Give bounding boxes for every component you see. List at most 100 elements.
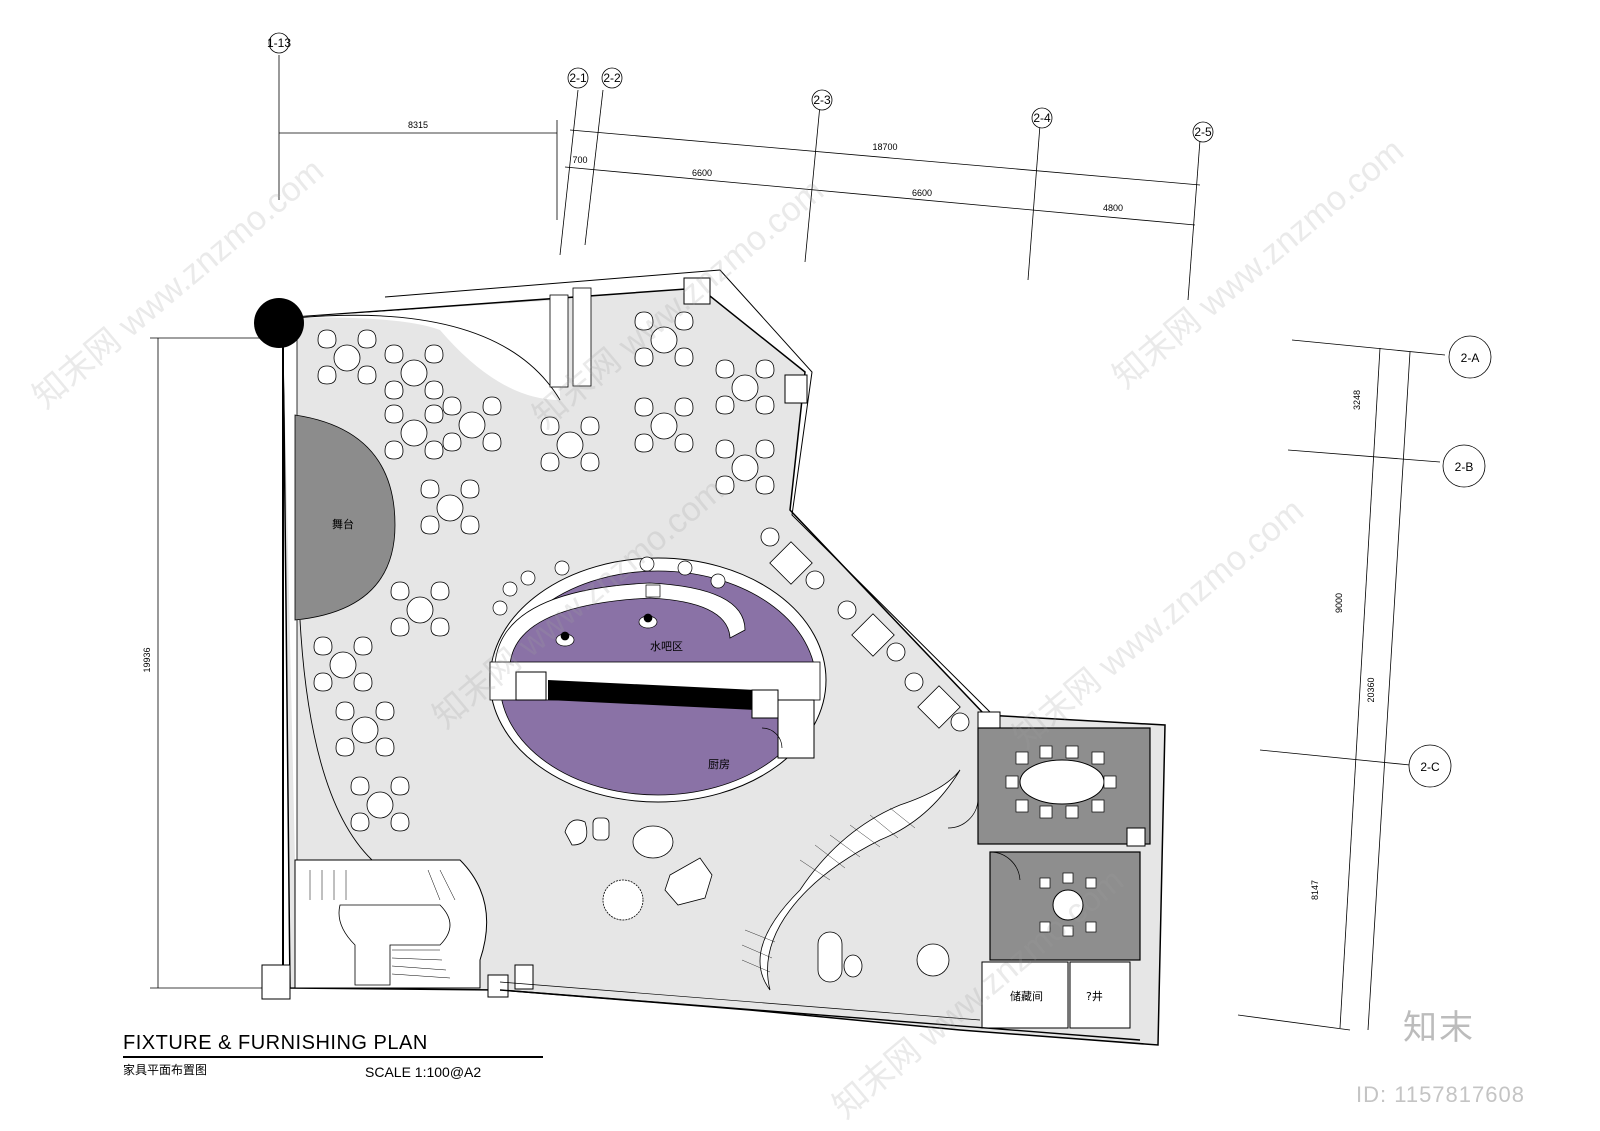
- chair: [375, 701, 395, 721]
- plan-subtitle: 家具平面布置图: [123, 1063, 208, 1077]
- round-table: [650, 412, 678, 440]
- chair: [375, 737, 395, 757]
- bottom-wall: [499, 989, 1141, 1041]
- kitchen-door-block: [777, 699, 815, 759]
- round-table: [731, 374, 759, 402]
- meeting-chair: [1039, 745, 1053, 759]
- bar-counter: [494, 582, 746, 666]
- chair: [674, 311, 694, 331]
- meeting-chairs: [1005, 745, 1117, 819]
- table-set: [350, 776, 410, 832]
- grid-label-2-C: 2-C: [1420, 760, 1440, 774]
- chair: [580, 452, 600, 472]
- chair: [580, 416, 600, 436]
- chair: [313, 672, 333, 692]
- chair: [715, 395, 735, 415]
- chair: [424, 404, 444, 424]
- round-table: [731, 454, 759, 482]
- grid-label-2-B: 2-B: [1455, 460, 1474, 474]
- grid-label-2-1: 2-1: [569, 71, 587, 85]
- storage-label: 储藏间: [1010, 989, 1043, 1003]
- table-set: [384, 404, 444, 460]
- stage: [294, 414, 396, 621]
- kitchen-block-right: [751, 689, 779, 719]
- door-swing-corridor: [947, 799, 979, 829]
- chair: [674, 347, 694, 367]
- left-void: [283, 330, 370, 865]
- chair: [384, 440, 404, 460]
- chair: [634, 347, 654, 367]
- round-table: [333, 344, 361, 372]
- bar-stools: [492, 556, 726, 616]
- chair: [755, 395, 775, 415]
- chair: [420, 515, 440, 535]
- grid-label-2-4: 2-4: [1033, 111, 1051, 125]
- sculptural-ramp: [759, 769, 961, 991]
- stair-core: [338, 904, 451, 986]
- window-tables: [760, 527, 970, 732]
- shaft-room: [1069, 961, 1131, 1029]
- shaft-label: ?井: [1086, 989, 1103, 1003]
- chair: [384, 380, 404, 400]
- chair: [424, 380, 444, 400]
- chair: [335, 737, 355, 757]
- curtain-wall: [384, 269, 991, 713]
- chair: [634, 311, 654, 331]
- chair: [755, 475, 775, 495]
- chair: [442, 432, 462, 452]
- chair: [420, 479, 440, 499]
- round-table: [329, 651, 357, 679]
- chair: [353, 672, 373, 692]
- table-set: [390, 581, 450, 637]
- curved-partition-top: [294, 314, 561, 401]
- dim-6600-b: 6600: [912, 188, 932, 198]
- bottom-wall-inner: [499, 981, 981, 1021]
- lounge-furniture: [564, 817, 950, 983]
- round-table: [458, 411, 486, 439]
- chair: [482, 396, 502, 416]
- table-set: [540, 416, 600, 472]
- plan-scale: SCALE 1:100@A2: [365, 1064, 482, 1080]
- chair: [755, 439, 775, 459]
- meeting-chair: [1015, 751, 1029, 765]
- bartender-figures: [555, 613, 658, 647]
- dim-20360: 20360: [1366, 677, 1376, 702]
- round-table: [556, 431, 584, 459]
- grid-label-1-13: 1-13: [267, 36, 291, 50]
- dim-4800: 4800: [1103, 203, 1123, 213]
- kitchen-label: 厨房: [708, 758, 730, 771]
- small-room-chairs: [1039, 872, 1097, 937]
- chair: [674, 433, 694, 453]
- chair: [384, 404, 404, 424]
- stair-treads: [309, 869, 456, 979]
- chair: [460, 479, 480, 499]
- dim-19936: 19936: [142, 647, 152, 672]
- door-swing-meeting: [989, 851, 1021, 881]
- meeting-chair: [1039, 805, 1053, 819]
- round-table: [650, 326, 678, 354]
- storage-room: [981, 961, 1069, 1029]
- chair: [674, 397, 694, 417]
- chair: [424, 344, 444, 364]
- stage-label: 舞台: [332, 517, 354, 531]
- grid-bubbles-right: [1408, 335, 1492, 788]
- dim-8147: 8147: [1310, 880, 1320, 900]
- grid-label-2-A: 2-A: [1461, 351, 1480, 365]
- meeting-chair: [1005, 775, 1019, 789]
- table-set: [335, 701, 395, 757]
- chair: [755, 359, 775, 379]
- table-set: [420, 479, 480, 535]
- chair: [430, 617, 450, 637]
- chair: [442, 396, 462, 416]
- kitchen-door-swing: [761, 727, 783, 749]
- kitchen-divider-counter: [548, 680, 756, 710]
- round-table: [406, 596, 434, 624]
- chair: [350, 776, 370, 796]
- chair: [390, 776, 410, 796]
- dim-6600-a: 6600: [692, 168, 712, 178]
- chair: [350, 812, 370, 832]
- table-set: [384, 344, 444, 400]
- ramp-hatch: [741, 807, 916, 973]
- brand-id: ID: 1157817608: [1356, 1082, 1525, 1107]
- chair: [460, 515, 480, 535]
